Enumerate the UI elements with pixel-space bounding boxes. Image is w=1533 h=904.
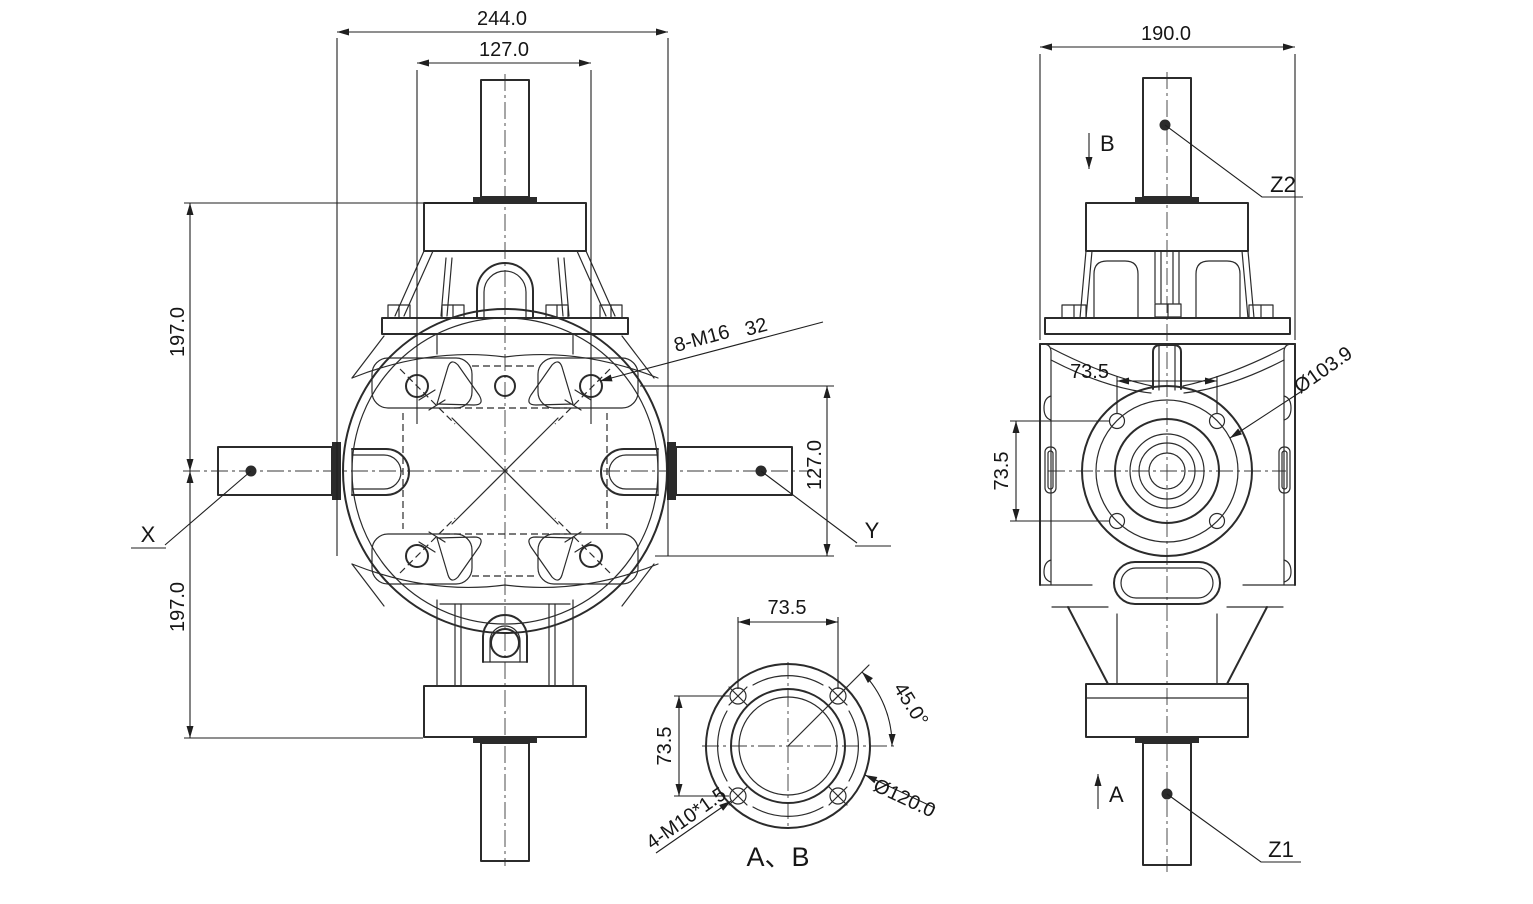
view-arrow-b-label: B (1100, 131, 1115, 156)
front-label-x: X (131, 465, 257, 549)
front-dim-upper-height: 197.0 (167, 202, 479, 471)
front-side-slots (351, 448, 659, 496)
flange-thread-callout-text: 4-M10*1.5 (642, 783, 730, 854)
shaft-z2-label: Z2 (1270, 172, 1296, 197)
side-dim-bolt-circle: Ø103.9 (1229, 342, 1357, 439)
front-dim-bolt-span-h: 127.0 (416, 39, 592, 424)
front-bottom-shaft-assembly (351, 563, 659, 862)
dim-text-bolt-circle-dia: Ø103.9 (1290, 342, 1356, 398)
dim-text-127-right: 127.0 (804, 440, 826, 490)
side-centerlines (1048, 72, 1286, 872)
front-view: 244.0 127.0 197.0 197.0 127.0 8-M16 3 (131, 8, 891, 866)
side-flange-face (1081, 385, 1253, 557)
dim-text-127-top: 127.0 (479, 39, 529, 61)
front-dim-bolt-span-v: 127.0 (640, 385, 834, 557)
front-dim-overall-width: 244.0 (336, 8, 669, 556)
flange-thread-callout: 4-M10*1.5 (642, 783, 732, 854)
dim-text-45-deg: 45.0° (889, 679, 933, 730)
thread-callout-text: 8-M16 (672, 321, 732, 357)
side-top-shaft-assembly (1039, 77, 1296, 345)
front-label-y: Y (755, 465, 891, 547)
side-body (1039, 343, 1296, 685)
side-label-z2: Z2 (1159, 119, 1303, 198)
flange-dim-bolt-span-h: 73.5 (737, 597, 839, 689)
shaft-z1-label: Z1 (1268, 837, 1294, 862)
dim-text-190: 190.0 (1141, 23, 1191, 45)
dim-text-244: 244.0 (477, 8, 527, 30)
front-flange-bolts (387, 304, 623, 319)
flange-dim-angle: 45.0° (861, 671, 933, 747)
front-hidden-bolt-square (399, 365, 611, 577)
side-label-z1: Z1 (1161, 788, 1301, 863)
side-view-arrow-a: A (1094, 774, 1124, 809)
dim-text-73-5-side-h: 73.5 (1070, 361, 1109, 383)
flange-circles (705, 663, 871, 829)
flange-dim-outer-dia: Ø120.0 (864, 774, 939, 823)
front-dim-lower-height: 197.0 (167, 471, 423, 739)
dim-text-197-lower: 197.0 (167, 582, 189, 632)
front-center-cross (451, 417, 559, 525)
dim-text-73-5-flange-h: 73.5 (768, 597, 807, 619)
side-view-arrow-b: B (1085, 131, 1115, 169)
dim-text-197-upper: 197.0 (167, 307, 189, 357)
dim-text-120-dia: Ø120.0 (870, 775, 939, 823)
shaft-x-label: X (141, 522, 156, 547)
shaft-y-label: Y (865, 518, 880, 543)
front-housing-interior (351, 357, 659, 585)
flange-bolt-holes (728, 686, 848, 806)
side-bottom-shaft-assembly (1085, 683, 1249, 866)
side-dim-overall-width: 190.0 (1039, 23, 1296, 340)
front-centerlines (183, 74, 812, 866)
flange-view-caption: A、B (746, 842, 809, 872)
view-arrow-a-label: A (1109, 782, 1124, 807)
dim-text-73-5-flange-v: 73.5 (654, 727, 676, 766)
side-dim-bolt-span-v: 73.5 (991, 420, 1110, 522)
front-right-shaft (667, 442, 793, 500)
side-view: 190.0 73.5 73.5 Ø103.9 B A (991, 23, 1357, 872)
dim-text-73-5-side-v: 73.5 (991, 452, 1013, 491)
side-oval-slot (1113, 561, 1221, 605)
flange-dim-bolt-span-v: 73.5 (654, 695, 729, 797)
flange-detail-view: 73.5 73.5 45.0° Ø120.0 4-M10*1.5 A、B (642, 597, 938, 872)
side-dim-bolt-span-h: 73.5 (1070, 361, 1218, 413)
front-top-shaft-assembly (351, 79, 659, 379)
